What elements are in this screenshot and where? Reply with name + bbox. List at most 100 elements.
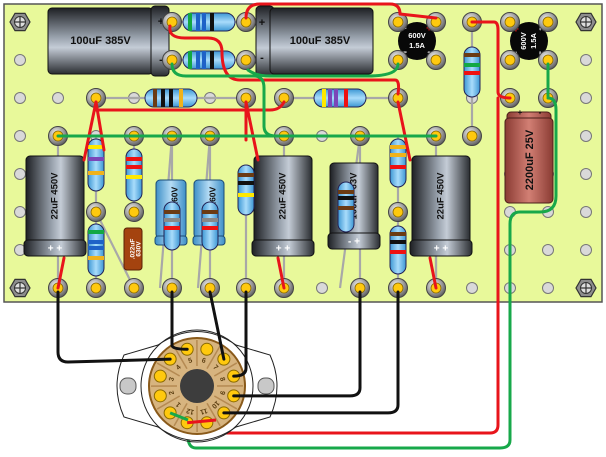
socket-pin-6 xyxy=(200,342,214,356)
resistor-plate-1 xyxy=(87,138,105,192)
socket-wires xyxy=(56,290,400,425)
pin-label: 5 xyxy=(188,357,194,365)
turret xyxy=(500,12,520,32)
key-rib xyxy=(156,395,181,410)
capacitor-22uf-450v-2: 22uF 450V+ + xyxy=(251,155,315,257)
resistor-bleeder xyxy=(463,46,481,98)
mount-hole xyxy=(119,377,137,395)
resistor-plate-2 xyxy=(237,164,255,216)
key-rib xyxy=(213,395,238,410)
components: 100uF 385V+-100uF 385V+-22uF 450V+ +22uF… xyxy=(23,5,554,277)
socket-center xyxy=(180,369,214,403)
turret xyxy=(388,50,408,70)
resistor-mid xyxy=(125,148,143,202)
bridge-current: 1.5A xyxy=(409,41,425,50)
pin-label: 6 xyxy=(201,357,207,365)
turret xyxy=(86,202,106,222)
resistor-grid-2 xyxy=(313,88,367,108)
resistor-coupling-2 xyxy=(201,201,219,251)
capacitor-label: 22uF 450V xyxy=(278,172,289,220)
resistor-top-2 xyxy=(182,50,236,70)
key-rib xyxy=(206,345,221,370)
turret xyxy=(388,202,408,222)
capacitor-100uf-385v-1: 100uF 385V+- xyxy=(47,5,170,77)
wire-red-5 xyxy=(94,100,106,152)
turret xyxy=(200,278,220,298)
bridge-current: 1.5A xyxy=(529,32,538,48)
turret xyxy=(86,88,106,108)
polarity-marks: + + xyxy=(434,244,449,255)
hole xyxy=(466,282,478,294)
key-rib xyxy=(173,402,188,427)
wire-pin8 xyxy=(232,290,248,378)
wire-red-6 xyxy=(244,100,260,162)
resistor-bypass xyxy=(337,181,355,233)
wire-green-1 xyxy=(170,62,278,138)
capacitor-100uf-385v-2: 100uF 385V + - xyxy=(255,5,374,77)
wire-heater-green xyxy=(186,96,558,450)
wire-pin5 xyxy=(170,290,189,351)
pin-label: 9 xyxy=(218,390,226,396)
turret xyxy=(388,88,408,108)
turret xyxy=(236,278,256,298)
turret xyxy=(462,126,482,146)
capacitor-label: .022uF xyxy=(130,239,137,260)
resistor-coupling-1 xyxy=(163,201,181,251)
hole xyxy=(580,92,592,104)
pin-label: 2 xyxy=(168,390,176,396)
turret xyxy=(538,12,558,32)
wire-hv-red-2 xyxy=(244,2,438,20)
bridge-rating: 600V xyxy=(519,32,528,50)
wire-hv-red-3 xyxy=(94,100,286,112)
wire-pin12-red xyxy=(187,418,217,425)
socket-ring xyxy=(140,329,254,443)
mounting-screw-icon xyxy=(9,278,31,298)
mount-hole xyxy=(257,377,275,395)
mounting-screw-icon xyxy=(9,12,31,32)
resistor-cathode-1 xyxy=(87,223,105,277)
polarity-marks: + + xyxy=(48,244,63,255)
pin-label: 12 xyxy=(186,406,195,415)
socket-pin-3 xyxy=(153,369,167,383)
capacitor-label: 2200uF 25V xyxy=(524,129,536,190)
plus-sign: + xyxy=(259,17,265,29)
pin-label: 8 xyxy=(218,377,226,383)
hole xyxy=(14,54,26,66)
pin-label: 3 xyxy=(168,376,176,382)
turret xyxy=(124,278,144,298)
pin-label: 11 xyxy=(199,406,208,415)
turrets xyxy=(48,12,558,298)
key-rib xyxy=(213,362,238,377)
hole xyxy=(14,130,26,142)
socket-pin-2 xyxy=(153,389,167,403)
resistor-cathode-3 xyxy=(389,225,407,275)
turret xyxy=(426,50,446,70)
turret xyxy=(426,12,446,32)
key-rib xyxy=(156,362,181,377)
hole xyxy=(580,54,592,66)
wire-red-4 xyxy=(82,100,98,162)
capacitor-label: 100uF 385V xyxy=(290,35,351,47)
minus-sign: - xyxy=(159,54,163,66)
wire-pin4 xyxy=(56,290,172,364)
wire-red-11 xyxy=(428,256,438,290)
resistor-top-1 xyxy=(182,12,236,32)
turret xyxy=(124,202,144,222)
minus-sign: - xyxy=(260,52,264,64)
pin-label: 7 xyxy=(211,364,219,372)
resistor-plate-3 xyxy=(389,138,407,188)
empty-holes xyxy=(9,12,597,298)
wire-red-10 xyxy=(276,256,286,290)
pin-label: 4 xyxy=(175,364,183,372)
turret xyxy=(388,278,408,298)
capacitor-22uf-450v-1: 22uF 450V+ + xyxy=(23,155,87,257)
capacitor-2200uf-25v: 2200uF 25V+- xyxy=(504,108,554,204)
wire-red-8 xyxy=(396,100,412,162)
hole xyxy=(14,92,26,104)
lead xyxy=(95,211,135,289)
wire-hv-red-1 xyxy=(168,24,401,96)
wire-red-9 xyxy=(56,256,66,290)
wire-pin1-green xyxy=(169,411,189,422)
plus-sign: + xyxy=(518,108,523,117)
turret xyxy=(162,12,182,32)
